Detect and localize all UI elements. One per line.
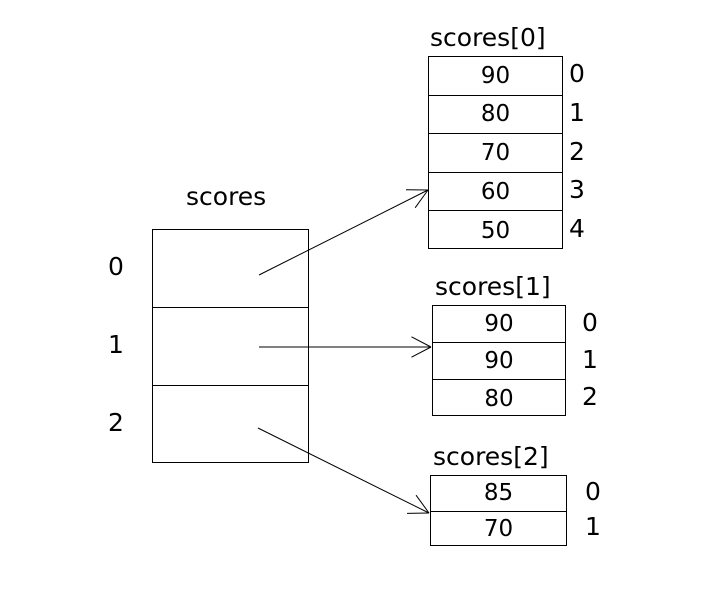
inner-array-1-index-2: 2 [582,381,598,411]
outer-array-cell-1[interactable] [153,308,308,386]
inner-array-1-index-0: 0 [582,307,598,337]
outer-array-box [152,229,309,463]
inner-array-0-index-0: 0 [569,59,585,89]
inner-array-1-index-1: 1 [582,344,598,374]
inner-array-0-cell-0[interactable]: 90 [429,57,562,96]
inner-array-2-cell-0[interactable]: 85 [431,476,566,512]
outer-array-title: scores [186,182,267,211]
inner-array-0-cell-4[interactable]: 50 [480,217,511,244]
inner-array-1-cell-2[interactable]: 80 [484,385,514,412]
inner-array-title-0: scores[0] [430,23,546,52]
outer-array-index-2: 2 [108,408,124,437]
inner-array-2-index-1: 1 [585,512,601,542]
outer-array-index-1: 1 [108,330,124,359]
inner-array-1-cell-1[interactable]: 90 [433,343,565,380]
inner-array-title-2: scores[2] [433,442,549,471]
inner-array-0-index-4: 4 [569,213,585,243]
outer-array-index-0: 0 [108,252,124,281]
inner-array-0-cell-3[interactable]: 60 [429,173,562,212]
inner-array-title-1: scores[1] [435,272,551,301]
inner-array-0-index-1: 1 [569,97,585,127]
inner-array-0-cell-1[interactable]: 80 [429,96,562,135]
inner-array-1-cell-0[interactable]: 90 [433,306,565,343]
inner-array-0-index-2: 2 [569,136,585,166]
inner-array-0-cell-2[interactable]: 70 [429,134,562,173]
inner-array-2-index-0: 0 [585,476,601,506]
outer-array-cell-0[interactable] [153,230,308,308]
outer-array-cell-2[interactable] [153,386,308,464]
inner-array-2-cell-1[interactable]: 70 [483,516,514,543]
inner-array-0-index-3: 3 [569,175,585,205]
